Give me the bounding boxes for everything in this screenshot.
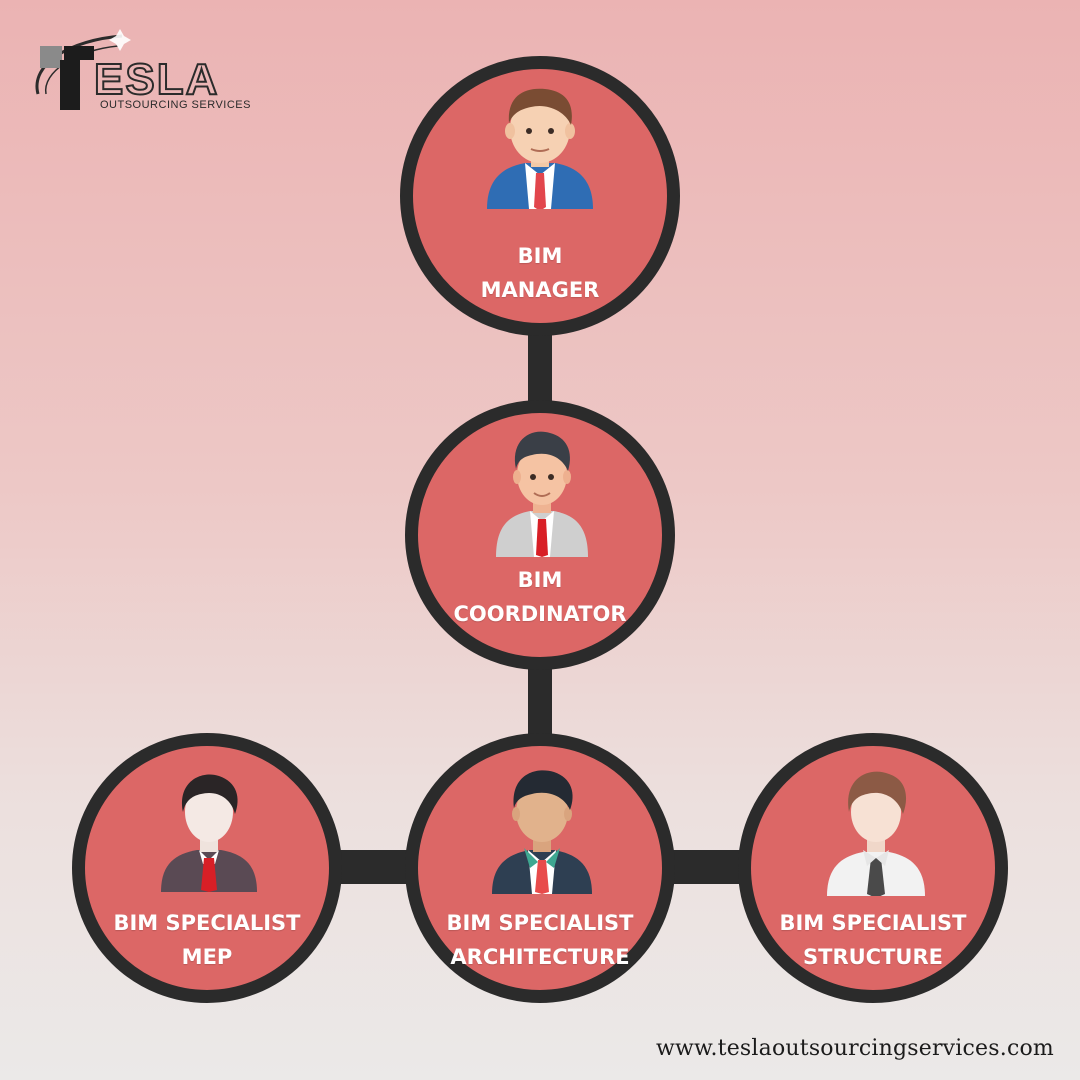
node-label: BIM MANAGER	[413, 239, 667, 307]
tesla-logo: ESLA OUTSOURCING SERVICES	[35, 29, 250, 111]
node-label: BIM SPECIALIST ARCHITECTURE	[418, 906, 662, 974]
website-url: www.teslaoutsourcingservices.com	[655, 1036, 1054, 1061]
node-bim-specialist-structure: BIM SPECIALIST STRUCTURE	[738, 733, 1008, 1003]
manager-avatar-icon	[487, 88, 593, 209]
mep-specialist-avatar-icon	[161, 774, 257, 892]
node-label-line2: MEP	[181, 945, 233, 969]
node-label: BIM COORDINATOR	[418, 563, 662, 631]
node-label-line1: BIM SPECIALIST	[446, 911, 634, 935]
node-label-line2: ARCHITECTURE	[450, 945, 630, 969]
svg-text:ESLA: ESLA	[94, 55, 219, 104]
architecture-specialist-avatar-icon	[492, 770, 592, 894]
node-label-line1: BIM	[517, 244, 563, 268]
node-bim-specialist-architecture: BIM SPECIALIST ARCHITECTURE	[405, 733, 675, 1003]
node-bim-coordinator: BIM COORDINATOR	[405, 400, 675, 670]
node-label-line2: COORDINATOR	[453, 602, 627, 626]
node-label-line2: MANAGER	[480, 278, 600, 302]
node-bim-manager: BIM MANAGER	[400, 56, 680, 336]
node-label-line1: BIM SPECIALIST	[113, 911, 301, 935]
structure-specialist-avatar-icon	[827, 771, 925, 896]
svg-text:OUTSOURCING SERVICES: OUTSOURCING SERVICES	[100, 99, 250, 111]
node-label: BIM SPECIALIST MEP	[85, 906, 329, 974]
node-label: BIM SPECIALIST STRUCTURE	[751, 906, 995, 974]
node-label-line1: BIM	[517, 568, 563, 592]
coordinator-avatar-icon	[496, 431, 588, 557]
node-bim-specialist-mep: BIM SPECIALIST MEP	[72, 733, 342, 1003]
node-label-line2: STRUCTURE	[803, 945, 943, 969]
node-label-line1: BIM SPECIALIST	[779, 911, 967, 935]
